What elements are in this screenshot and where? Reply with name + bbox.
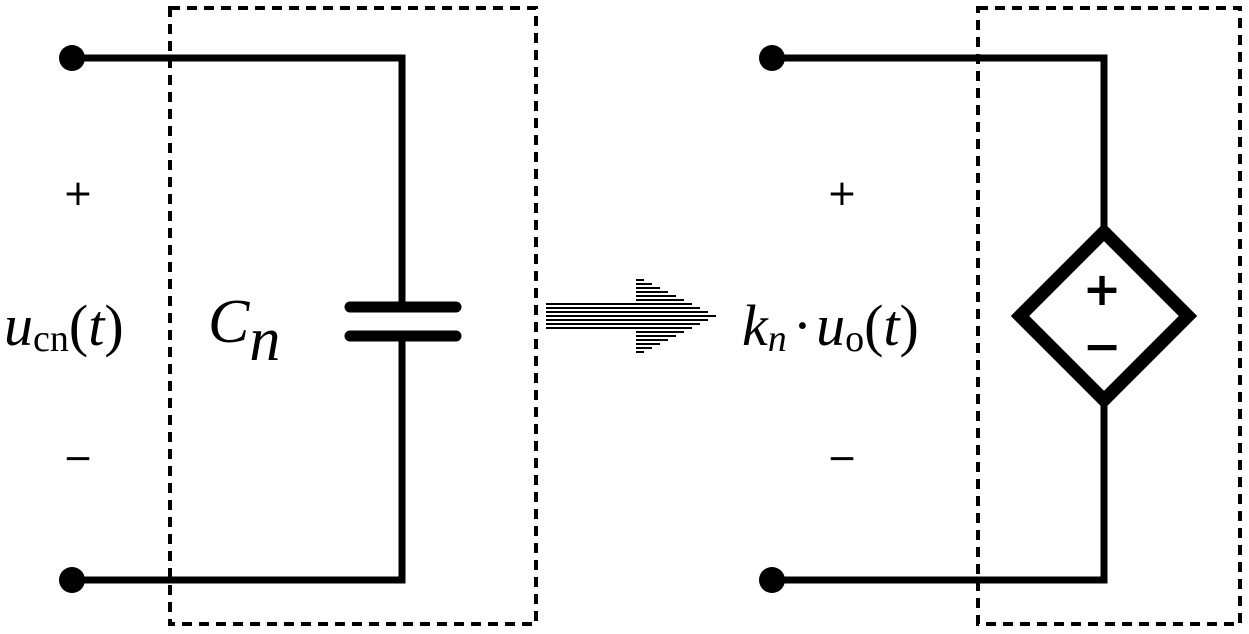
- source-minus-sign: −: [1083, 319, 1122, 373]
- voltage-label-ucn: ucn(t): [4, 293, 124, 360]
- right-dashed-box: [976, 6, 1242, 626]
- source-label-kn-uo: kn·uo(t): [742, 293, 919, 360]
- right-bottom-wire: [772, 400, 1108, 584]
- dependent-voltage-source-diamond: [1010, 222, 1198, 410]
- left-plus-sign: +: [63, 173, 93, 214]
- right-minus-sign: −: [827, 438, 857, 479]
- right-top-wire: [772, 54, 1108, 232]
- right-source-circuit: + − + − kn·uo(t): [742, 6, 1242, 626]
- left-minus-sign: −: [63, 438, 93, 479]
- left-bottom-wire: [72, 337, 406, 584]
- left-top-wire: [72, 54, 406, 307]
- capacitor-label-cn: Cn: [208, 288, 280, 374]
- left-dashed-box: [168, 6, 538, 626]
- source-plus-sign: +: [1083, 262, 1122, 316]
- left-capacitor-circuit: + − ucn(t) Cn: [4, 6, 538, 626]
- right-plus-sign: +: [827, 173, 857, 214]
- transform-arrow: [546, 279, 716, 353]
